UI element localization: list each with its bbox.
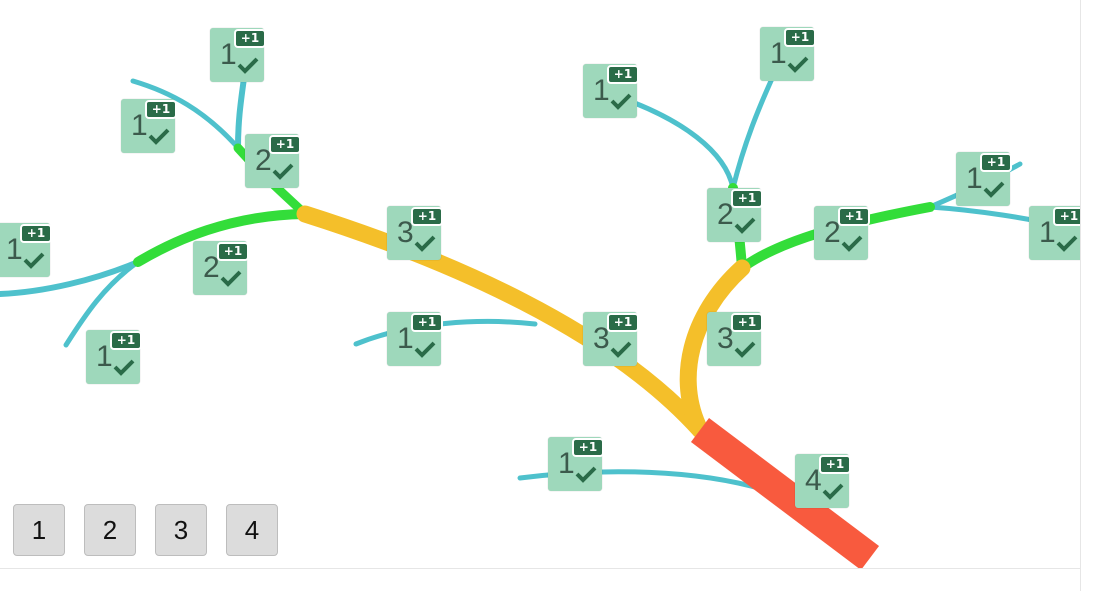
check-icon [272,163,294,180]
check-icon [734,217,756,234]
node-badge[interactable]: 1 +1 [0,223,52,277]
tree-diagram [0,67,1080,568]
plus-one-button[interactable]: +1 [145,100,177,119]
node-badge[interactable]: 1 +1 [121,99,177,153]
plus-one-button[interactable]: +1 [731,189,763,208]
node-badge[interactable]: 1 +1 [210,28,266,82]
check-icon [610,341,632,358]
plus-one-button[interactable]: +1 [819,455,851,474]
plus-one-button[interactable]: +1 [607,65,639,84]
node-count: 1 [1039,216,1056,249]
check-icon [414,341,436,358]
check-icon [113,359,135,376]
node-count: 1 [6,233,23,266]
check-icon [414,235,436,252]
branch-trunk [690,418,880,568]
node-count: 2 [824,216,841,249]
check-icon [1056,235,1078,252]
node-count: 1 [220,38,237,71]
plus-one-button[interactable]: +1 [607,313,639,332]
node-count: 1 [593,74,610,107]
plus-one-button[interactable]: +1 [572,438,604,457]
node-badge[interactable]: 1 +1 [956,152,1012,206]
plus-one-button[interactable]: +1 [1053,207,1080,226]
plus-one-button[interactable]: +1 [731,313,763,332]
node-count: 2 [203,251,220,284]
level-1-button[interactable]: 1 [13,504,65,556]
tree-canvas: 1 +1 1 +1 2 +1 1 +1 2 +1 1 +1 3 +1 1 +1 … [0,27,1080,568]
node-badge[interactable]: 2 +1 [193,241,249,295]
branch-twig-upper-right-a [624,97,736,191]
node-count: 3 [717,322,734,355]
branch-level3-right [679,259,751,439]
node-badge[interactable]: 1 +1 [760,27,816,81]
node-count: 1 [96,340,113,373]
node-count: 4 [805,464,822,497]
check-icon [841,235,863,252]
level-3-button[interactable]: 3 [155,504,207,556]
plus-one-button[interactable]: +1 [217,242,249,261]
plus-one-button[interactable]: +1 [411,207,443,226]
plus-one-button[interactable]: +1 [411,313,443,332]
node-count: 1 [966,162,983,195]
node-badge[interactable]: 2 +1 [707,188,763,242]
node-badge[interactable]: 2 +1 [245,134,301,188]
node-count: 1 [770,37,787,70]
check-icon [575,466,597,483]
node-badge[interactable]: 1 +1 [548,437,604,491]
check-icon [983,181,1005,198]
plus-one-button[interactable]: +1 [980,153,1012,172]
node-count: 2 [717,198,734,231]
check-icon [610,93,632,110]
node-badge[interactable]: 4 +1 [795,454,851,508]
check-icon [787,56,809,73]
branch-twig-top-left-b [130,78,243,153]
node-count: 1 [131,109,148,142]
check-icon [734,341,756,358]
node-badge[interactable]: 3 +1 [583,312,639,366]
plus-one-button[interactable]: +1 [20,224,52,243]
horizontal-divider [0,568,1080,569]
branch-twig-upper-right-b [730,69,778,191]
check-icon [237,57,259,74]
node-count: 3 [397,216,414,249]
level-4-button[interactable]: 4 [226,504,278,556]
node-count: 2 [255,144,272,177]
plus-one-button[interactable]: +1 [838,207,870,226]
node-badge[interactable]: 1 +1 [86,330,142,384]
check-icon [822,483,844,500]
node-badge[interactable]: 1 +1 [387,312,443,366]
node-badge[interactable]: 3 +1 [707,312,763,366]
branch-level2-left [133,209,310,267]
plus-one-button[interactable]: +1 [234,29,266,48]
node-badge[interactable]: 1 +1 [1029,206,1080,260]
node-badge[interactable]: 2 +1 [814,206,870,260]
plus-one-button[interactable]: +1 [269,135,301,154]
check-icon [220,270,242,287]
check-icon [148,128,170,145]
level-2-button[interactable]: 2 [84,504,136,556]
branch-level3-left [296,205,709,439]
node-count: 3 [593,322,610,355]
branch-twig-left-a [0,259,141,297]
node-count: 1 [558,447,575,480]
plus-one-button[interactable]: +1 [784,28,816,47]
branch-twig-center [353,318,538,347]
node-badge[interactable]: 3 +1 [387,206,443,260]
node-count: 1 [397,322,414,355]
node-badge[interactable]: 1 +1 [583,64,639,118]
branch-twig-left-b [63,259,141,348]
vertical-divider [1080,0,1081,591]
plus-one-button[interactable]: +1 [110,331,142,350]
check-icon [23,252,45,269]
